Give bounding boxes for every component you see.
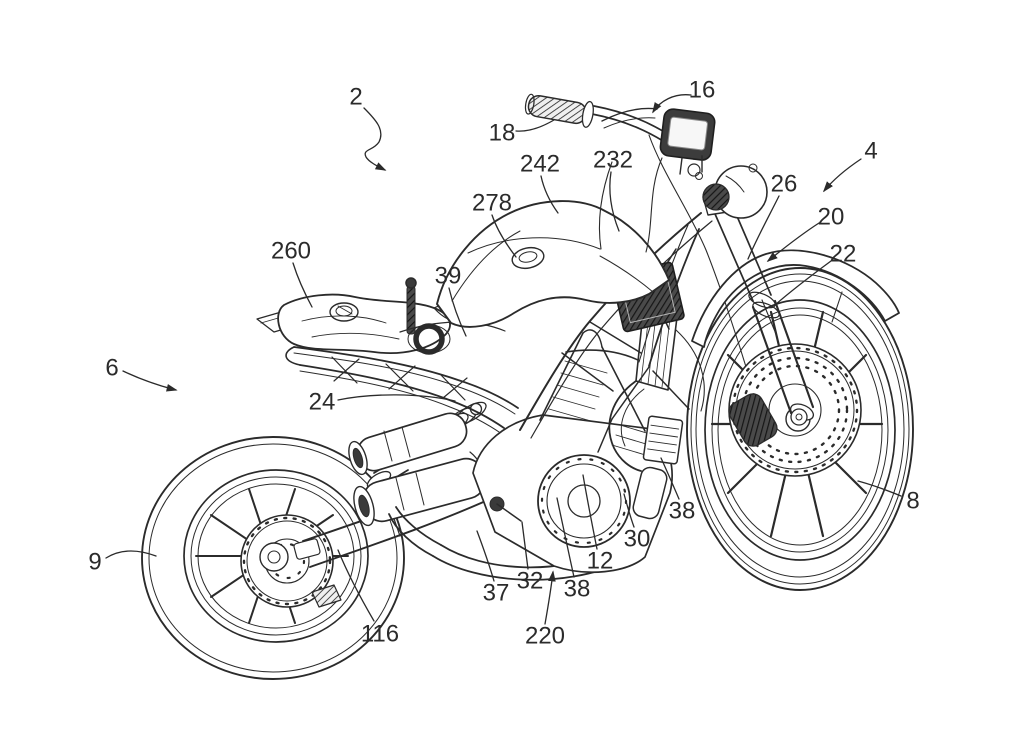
front-caliper [728, 393, 778, 447]
leader-line-ref-6 [122, 370, 178, 392]
leader-line-ref-278 [491, 214, 517, 258]
ref-26: 26 [771, 171, 798, 198]
ref-38-exhaust: 38 [564, 576, 591, 603]
leader-line-ref-9 [105, 550, 157, 559]
leader-line-ref-20 [766, 222, 820, 263]
ref-32: 32 [517, 568, 544, 595]
muffler-upper [348, 412, 468, 476]
fuel-tank [436, 200, 670, 328]
front-wheel [686, 267, 914, 591]
headlight [695, 163, 768, 219]
ref-116: 116 [361, 621, 399, 648]
rear-caliper [311, 584, 342, 608]
leader-line-ref-232 [609, 171, 620, 232]
canister [632, 466, 668, 520]
leader-line-ref-16 [652, 94, 692, 114]
headlight-lens [702, 183, 730, 211]
ref-6: 6 [105, 355, 118, 382]
ref-8: 8 [906, 488, 919, 515]
leader-line-ref-116 [337, 549, 375, 622]
seat-subframe [285, 346, 519, 435]
ref-12: 12 [587, 548, 614, 575]
front-fender [691, 249, 900, 348]
leader-line-ref-242 [540, 175, 559, 214]
leader-line-ref-26 [747, 195, 780, 260]
ref-37: 37 [483, 580, 510, 607]
front-axle [790, 408, 808, 426]
ref-38-regulator: 38 [669, 498, 696, 525]
left-grip [524, 93, 594, 128]
leader-line-ref-32 [521, 521, 529, 570]
exhaust [348, 412, 649, 581]
tail-fuel-tank [256, 277, 506, 355]
leader-line-ref-39 [448, 287, 467, 337]
fuel-filler-cap [511, 246, 545, 270]
footpeg [489, 496, 522, 522]
display-stalk [679, 155, 703, 175]
ref-232: 232 [593, 147, 633, 174]
engine-cover [537, 454, 631, 548]
ref-9: 9 [88, 549, 101, 576]
front-tire [686, 267, 914, 591]
ref-242: 242 [520, 151, 560, 178]
ref-16: 16 [689, 77, 716, 104]
ref-278: 278 [472, 190, 512, 217]
ref-260: 260 [271, 238, 311, 265]
leader-line-ref-24 [337, 394, 456, 402]
leader-line-ref-38-exhaust [556, 497, 575, 578]
rear-wheel [141, 436, 405, 680]
leader-line-ref-12 [582, 474, 598, 550]
ref-4: 4 [864, 138, 877, 165]
rear-filler-cap [329, 302, 359, 322]
leader-line-ref-38-regulator [660, 457, 680, 500]
leader-line-ref-22 [774, 260, 832, 306]
leader-line-ref-220 [544, 570, 556, 625]
leader-line-ref-2 [363, 107, 387, 171]
ref-18: 18 [489, 120, 516, 147]
leader-line-ref-18 [515, 119, 555, 132]
ref-30: 30 [624, 526, 651, 553]
voltage-regulator [642, 415, 684, 465]
leader-line-ref-30 [623, 493, 635, 528]
radiator-hoses [608, 380, 642, 472]
front-rim [704, 299, 896, 561]
handlebar [524, 93, 698, 160]
ref-20: 20 [818, 204, 845, 231]
ref-22: 22 [830, 241, 857, 268]
leader-line-ref-37 [476, 530, 495, 582]
instrument-display [659, 108, 716, 161]
ref-24: 24 [309, 389, 336, 416]
leader-line-ref-260 [292, 262, 313, 308]
leader-line-ref-8 [857, 480, 902, 497]
leader-line-ref-4 [822, 158, 862, 193]
ref-39: 39 [435, 263, 462, 290]
rear-tire [141, 436, 405, 680]
cables [598, 134, 755, 412]
preload-adjuster [405, 277, 417, 335]
display-screen [667, 116, 708, 151]
ref-220: 220 [525, 623, 565, 650]
ref-2: 2 [349, 84, 362, 111]
rear-hub [259, 542, 289, 572]
